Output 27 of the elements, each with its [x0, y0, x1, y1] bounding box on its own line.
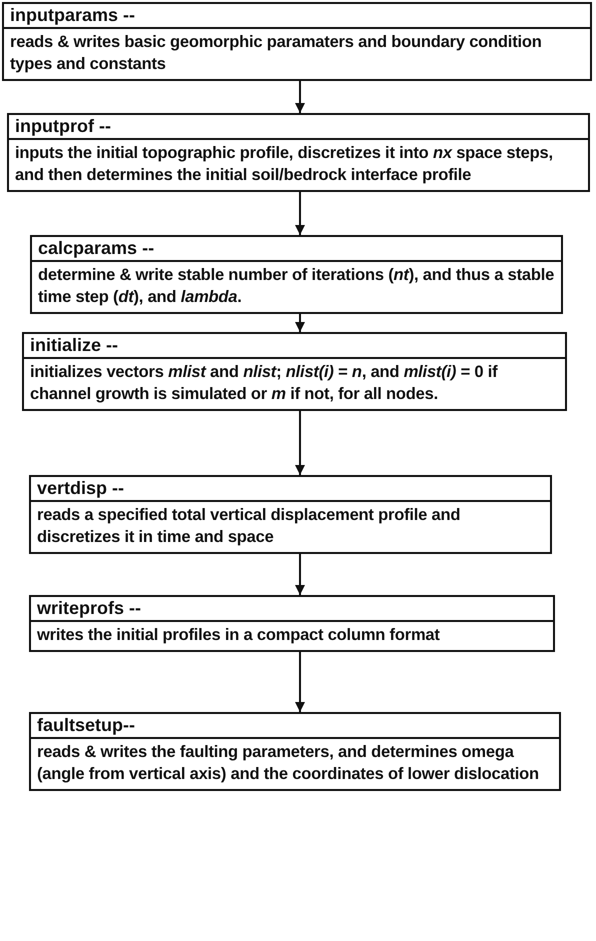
module-description: determine & write stable number of iterations (nt), and thus a stable time step (dt), and lambda.: [37, 265, 556, 308]
arrow: [295, 554, 305, 595]
module-name: vertdisp --: [31, 477, 550, 502]
module-name: faultsetup--: [31, 714, 559, 739]
module-description: writes the initial profiles in a compact column format: [36, 625, 441, 646]
module-name: writeprofs --: [31, 597, 553, 622]
process-box: [2, 2, 592, 81]
module-description: reads & writes basic geomorphic paramaters and boundary condition types and constants: [9, 32, 543, 75]
module-description: reads a specified total vertical displacement profile and discretizes it in time and space: [36, 505, 462, 548]
module-name: calcparams --: [32, 237, 561, 262]
process-box: [7, 113, 590, 192]
arrow: [295, 192, 305, 235]
arrow: [295, 652, 305, 712]
process-box: [29, 475, 552, 554]
module-name: inputprof --: [9, 115, 588, 140]
module-name: inputparams --: [4, 4, 590, 29]
module-description: reads & writes the faulting parameters, and determines omega (angle from vertical axis) and the coordinates of lower dislocation: [36, 742, 540, 785]
module-description: initializes vectors mlist and nlist; nlist(i) = n, and mlist(i) = 0 if channel growth is simulated or m if not, for all nodes.: [29, 362, 499, 405]
arrow: [295, 314, 305, 332]
process-box: [29, 595, 555, 652]
arrow: [295, 411, 305, 475]
process-box: [29, 712, 561, 791]
module-description: inputs the initial topographic profile, discretizes it into nx space steps, and then determines the initial soil/bedrock interface profile: [14, 143, 554, 186]
process-box: [30, 235, 563, 314]
process-box: [22, 332, 567, 411]
module-name: initialize --: [24, 334, 565, 359]
arrow: [295, 81, 305, 113]
